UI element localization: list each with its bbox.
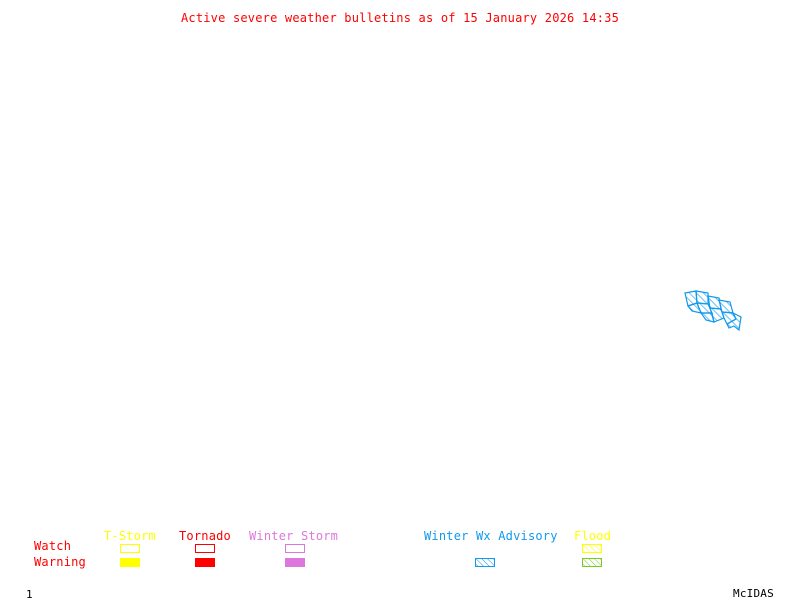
winter-wx-advisory-area xyxy=(684,290,742,332)
legend-header-tstorm: T-Storm xyxy=(104,529,156,543)
legend-swatch-flood-warning xyxy=(582,558,602,567)
frame-number: 1 xyxy=(26,588,33,601)
software-label: McIDAS xyxy=(733,587,774,600)
legend-swatch-winter-storm-watch xyxy=(285,544,305,553)
advisory-county xyxy=(695,290,709,305)
advisory-county xyxy=(726,311,742,332)
legend-header-winter-storm: Winter Storm xyxy=(249,529,339,543)
legend-swatch-winter-wx-advisory xyxy=(475,558,495,567)
legend-row-label-warning: Warning xyxy=(34,555,86,569)
legend-swatch-tornado-watch xyxy=(195,544,215,553)
legend-swatch-winter-storm-warning xyxy=(285,558,305,567)
legend-header-winter-wx-advisory: Winter Wx Advisory xyxy=(424,529,558,543)
legend-header-flood: Flood xyxy=(574,529,612,543)
legend-swatch-tstorm-watch xyxy=(120,544,140,553)
legend-row-label-watch: Watch xyxy=(34,539,72,553)
bulletin-title: Active severe weather bulletins as of 15… xyxy=(180,11,620,25)
legend-header-tornado: Tornado xyxy=(179,529,231,543)
legend-swatch-tstorm-warning xyxy=(120,558,140,567)
legend-swatch-flood-watch xyxy=(582,544,602,553)
legend-swatch-tornado-warning xyxy=(195,558,215,567)
